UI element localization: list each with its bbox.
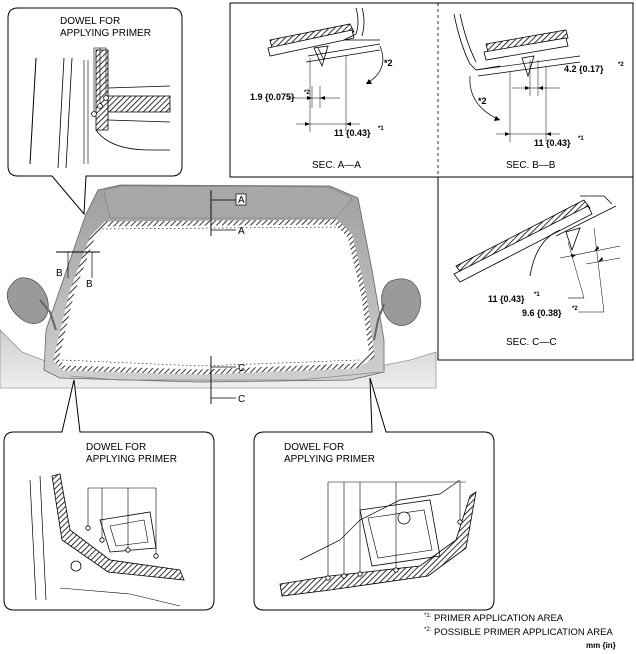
legend-note-1-mark: *1:: [424, 613, 432, 619]
section-aa-title: SEC. A—A: [312, 160, 361, 171]
section-aa: *2 1.9 {0.075} *2 11 {0.43} *1 SEC. A—A: [250, 7, 393, 171]
section-b-label-right: B: [86, 279, 93, 290]
roof: [103, 185, 353, 219]
legend-note-2-text: POSSIBLE PRIMER APPLICATION AREA: [433, 627, 613, 639]
section-bb-dim1-value: 4.2 {0.17}: [564, 64, 604, 74]
section-bb: *2 4.2 {0.17} *2 11 {0.43} *1 SEC. B—B: [453, 13, 624, 171]
section-aa-dim2-value: 11 {0.43}: [334, 128, 371, 138]
section-bb-title: SEC. B—B: [506, 160, 556, 171]
primer-band: [53, 219, 375, 375]
section-b-label-left: B: [56, 268, 63, 279]
car-body: [0, 184, 437, 389]
section-cc: 11 {0.43} *1 9.6 {0.38} *2 SEC. C—C: [453, 195, 621, 348]
section-aa-dim1-value: 1.9 {0.075}: [250, 92, 295, 102]
windshield-opening: [55, 221, 373, 373]
legend-units: mm {in}: [586, 641, 616, 650]
section-bb-dim2-value: 11 {0.43}: [534, 138, 571, 148]
section-cc-dim1-value: 11 {0.43}: [488, 294, 525, 304]
callout-bottom-right: DOWEL FOR APPLYING PRIMER: [253, 377, 495, 611]
section-aa-dim2-ref: *1: [378, 126, 384, 132]
left-mirror: [6, 277, 49, 324]
legend-note-2-mark: *2:: [424, 627, 432, 633]
section-bb-dim1-ref: *2: [618, 62, 624, 68]
legend-note-1: *1: PRIMER APPLICATION AREA: [424, 613, 563, 624]
section-a-marker-box: [235, 193, 247, 206]
callout-bottom-left: DOWEL FOR APPLYING PRIMER: [3, 379, 215, 611]
callout-bottom-left-line1: DOWEL FOR: [86, 442, 146, 453]
section-aa-angle-ref: *2: [384, 58, 393, 68]
callout-top-left-line1: DOWEL FOR: [60, 16, 120, 27]
callout-bottom-right-line1: DOWEL FOR: [284, 442, 344, 453]
section-aa-dim1-ref: *2: [304, 90, 310, 96]
legend-note-1-text: PRIMER APPLICATION AREA: [433, 613, 564, 625]
callout-bottom-right-line2: APPLYING PRIMER: [284, 454, 375, 465]
section-cut-a: A A: [210, 190, 247, 237]
section-bb-angle-ref: *2: [478, 96, 487, 106]
legend-note-2: *2: POSSIBLE PRIMER APPLICATION AREA: [424, 627, 613, 638]
callout-top-left: DOWEL FOR APPLYING PRIMER: [7, 7, 183, 216]
section-bb-dim2-ref: *1: [578, 136, 584, 142]
section-a-label-top: A: [238, 195, 245, 206]
section-c-label-top: C: [238, 363, 245, 374]
section-cut-b: B B: [56, 251, 100, 290]
section-cc-dim1-ref: *1: [534, 292, 540, 298]
section-a-label-bottom: A: [238, 226, 245, 237]
callout-top-left-line2: APPLYING PRIMER: [60, 28, 151, 39]
section-cc-title: SEC. C—C: [506, 337, 557, 348]
section-cc-dim2-ref: *2: [572, 306, 578, 312]
section-c-label-bottom: C: [238, 394, 245, 405]
section-cut-c: C C: [210, 356, 245, 405]
callout-bottom-left-line2: APPLYING PRIMER: [86, 454, 177, 465]
right-mirror: [381, 278, 421, 326]
section-cc-dim2-value: 9.6 {0.38}: [522, 308, 562, 318]
